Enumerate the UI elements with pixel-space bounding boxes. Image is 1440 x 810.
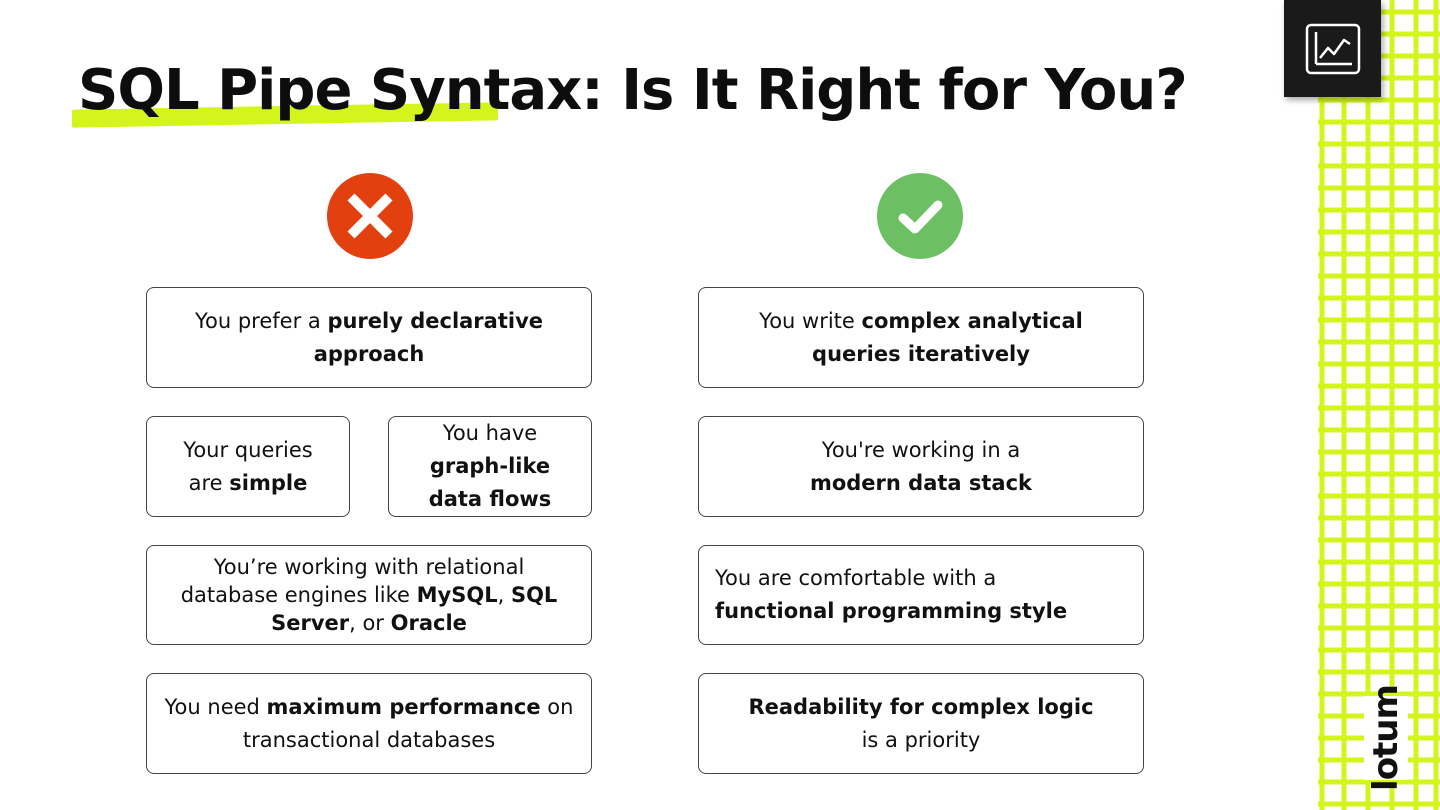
card-bold: purely declarative approach [313, 308, 544, 366]
card-bold: simple [229, 470, 308, 495]
card-text: You prefer a [194, 308, 328, 333]
card-performance: You need maximum performance on transact… [146, 673, 592, 774]
card-graph-flows: You have graph-like data flows [388, 416, 592, 517]
card-declarative: You prefer a purely declarative approach [146, 287, 592, 388]
card-bold: maximum performance [266, 694, 541, 719]
card-bold: Oracle [390, 611, 467, 635]
card-text: You are comfortable with a [715, 566, 997, 590]
card-text: , or [349, 611, 391, 635]
card-bold: Readability for complex logic [748, 694, 1094, 719]
card-text: Your queries are [183, 437, 313, 495]
card-text: , [497, 583, 511, 607]
logo-box [1284, 0, 1381, 97]
brand-logo: lotum [1364, 685, 1408, 791]
card-bold: graph-like data flows [428, 454, 552, 511]
card-readability: Readability for complex logic is a prior… [698, 673, 1144, 774]
card-functional-style: You are comfortable with a functional pr… [698, 545, 1144, 645]
card-text: is a priority [861, 727, 981, 752]
card-text: on transactional databases [242, 694, 574, 752]
x-icon [327, 173, 413, 259]
card-analytical-queries: You write complex analytical queries ite… [698, 287, 1144, 388]
card-bold: complex analytical queries iteratively [812, 308, 1083, 366]
card-bold: MySQL [416, 583, 498, 607]
card-text: You need [164, 694, 267, 719]
card-modern-stack: You're working in a modern data stack [698, 416, 1144, 517]
card-text: You write [759, 308, 862, 333]
card-bold: functional programming style [715, 599, 1068, 623]
card-relational-engines: You’re working with relational database … [146, 545, 592, 645]
card-simple-queries: Your queries are simple [146, 416, 350, 517]
card-text: You’re working with relational database … [180, 555, 525, 607]
page-title: SQL Pipe Syntax: Is It Right for You? [78, 58, 1188, 123]
card-text: You're working in a [821, 437, 1021, 462]
check-icon [877, 173, 963, 259]
title-area: SQL Pipe Syntax: Is It Right for You? [72, 58, 1188, 128]
card-text: You have [442, 421, 538, 445]
card-bold: modern data stack [809, 470, 1033, 495]
chart-icon [1305, 23, 1360, 74]
card-bold: SQL Server [271, 583, 558, 635]
grid-decoration [1318, 0, 1440, 810]
